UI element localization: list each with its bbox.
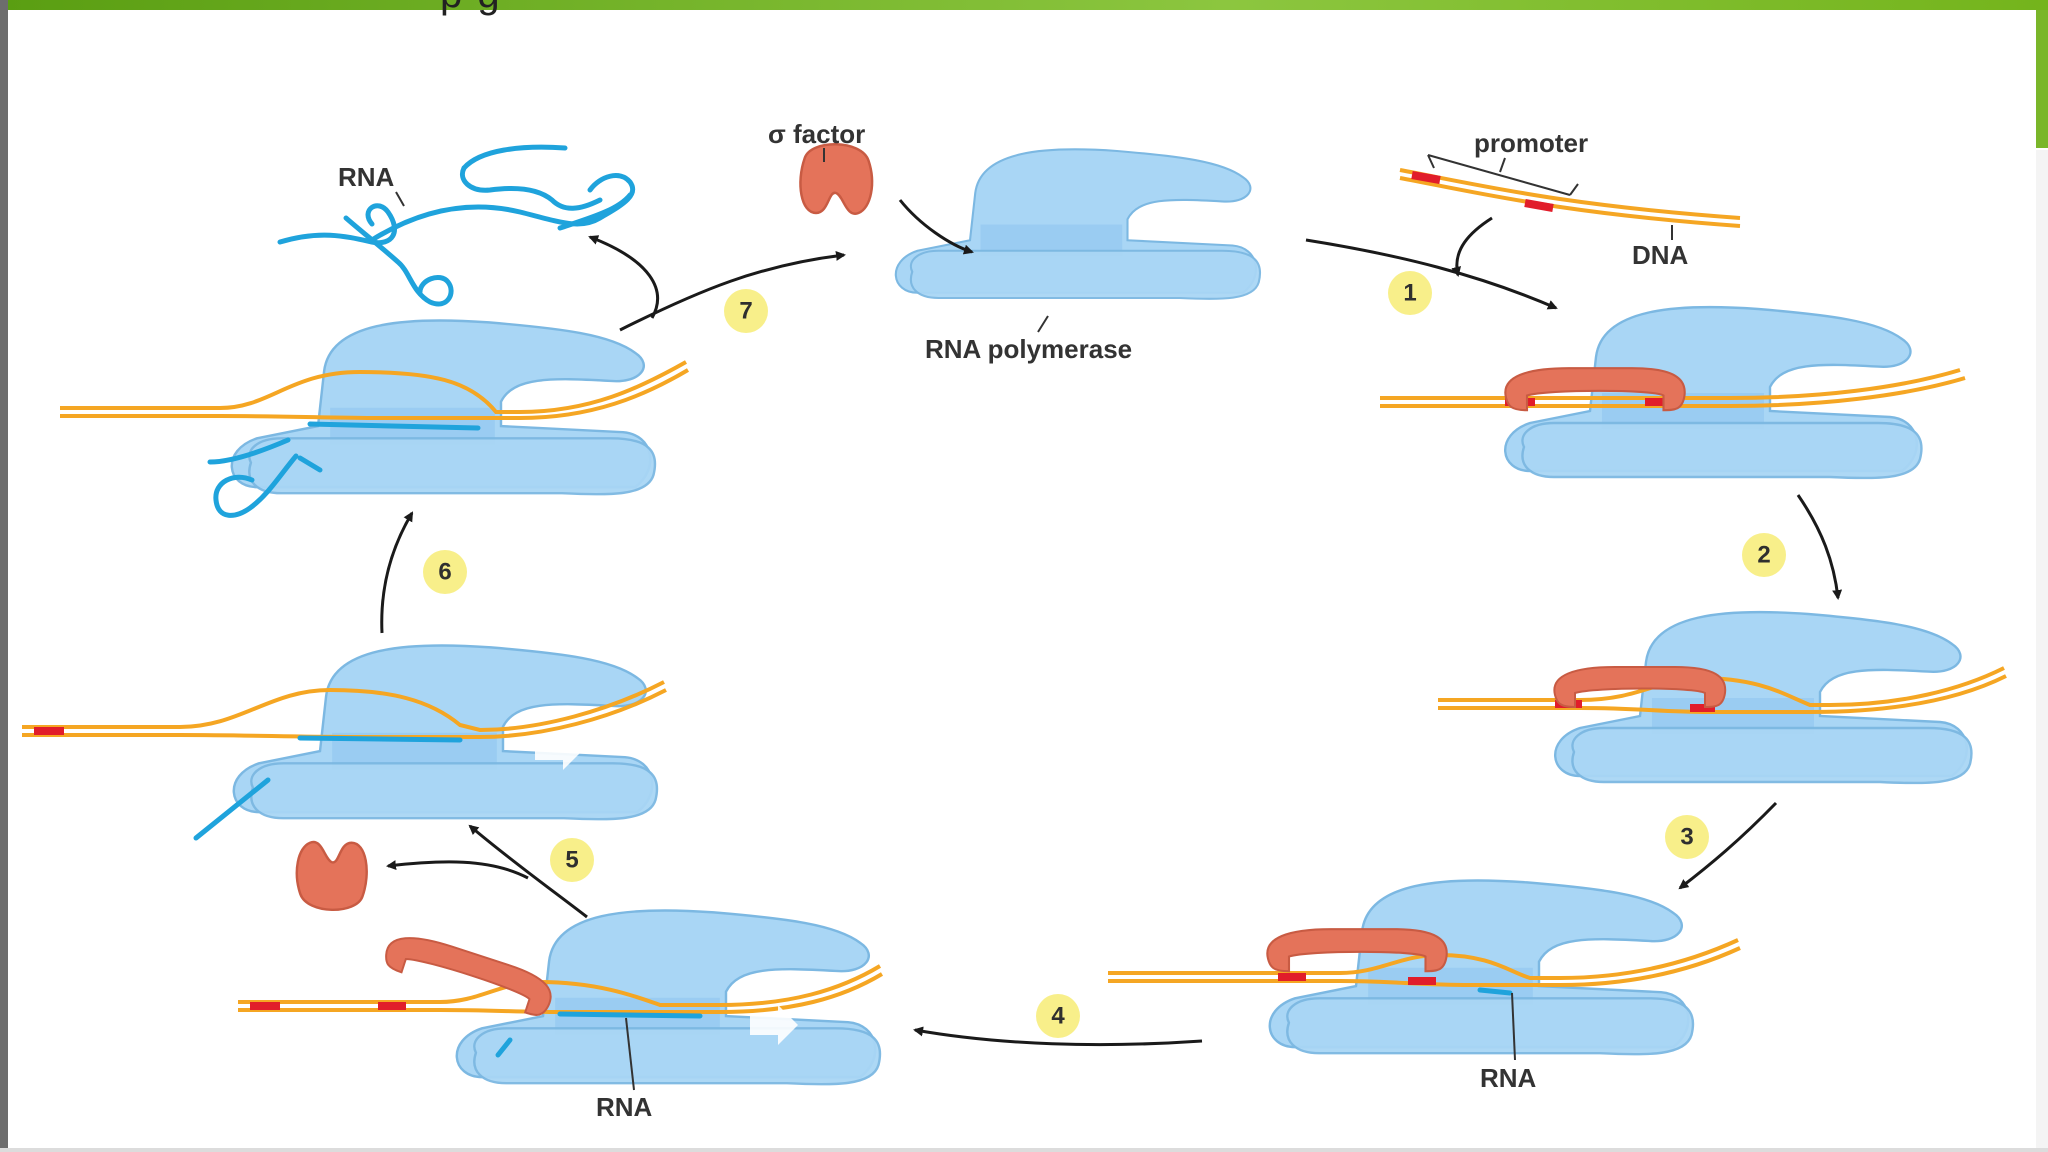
- step-6-badge: [423, 550, 467, 594]
- rna-label-top-left: RNA: [338, 162, 395, 192]
- free-rna-polymerase: [894, 148, 1262, 300]
- step-7-badge: [724, 289, 768, 333]
- sigma-factor-label: σ factor: [768, 119, 865, 149]
- dna-label: DNA: [1632, 240, 1689, 270]
- slide-title-fragment: p g: [440, 0, 502, 17]
- step-4-arrow: [913, 1026, 1203, 1047]
- step-2-number: 2: [1757, 542, 1770, 569]
- released-rna: [277, 144, 635, 307]
- step-3-badge: [1665, 815, 1709, 859]
- step-1-number: 1: [1403, 280, 1416, 307]
- sigma-binding-arrow: [898, 199, 974, 255]
- slide-right-gutter: [2036, 150, 2048, 1150]
- step-7-arrow-to-polymerase: [619, 250, 846, 332]
- rna-label-bottom-left: RNA: [596, 1092, 653, 1122]
- early-elongation-complex: [238, 909, 884, 1086]
- open-complex: [1438, 610, 2007, 785]
- step-2-badge: [1742, 533, 1786, 577]
- step-5-number: 5: [565, 847, 578, 874]
- rna-polymerase-label: RNA polymerase: [925, 334, 1132, 364]
- step-6-arrow: [380, 511, 414, 634]
- slide-bottom-strip: [0, 1148, 2048, 1152]
- window-left-edge: [0, 0, 8, 1152]
- step-2-arrow: [1796, 494, 1843, 600]
- slide-right-accent-bar: [2036, 10, 2048, 148]
- step-5-badge: [550, 838, 594, 882]
- step-6-number: 6: [438, 559, 451, 586]
- elongation-complex: [22, 644, 667, 841]
- slide-top-accent-bar: [0, 0, 2048, 10]
- initiation-complex: [1108, 879, 1741, 1056]
- step-3-number: 3: [1680, 824, 1693, 851]
- step-7-arrow-to-rna: [588, 235, 659, 319]
- step-1-arrow: [1305, 238, 1558, 310]
- step-4-badge: [1036, 994, 1080, 1038]
- step-1-badge: [1388, 271, 1432, 315]
- sigma-factor-free: [799, 142, 874, 215]
- step-4-number: 4: [1051, 1003, 1065, 1030]
- closed-complex: [1380, 305, 1966, 480]
- rna-label-bottom-right: RNA: [1480, 1063, 1537, 1093]
- sigma-factor-released: [295, 840, 368, 912]
- sigma-release-arrow: [386, 860, 529, 880]
- promoter-dna: [1399, 154, 1741, 228]
- promoter-label: promoter: [1474, 128, 1588, 158]
- step-3-arrow: [1678, 801, 1778, 890]
- termination-complex: [60, 319, 690, 518]
- step-7-number: 7: [739, 298, 752, 325]
- dna-binding-arrow: [1451, 216, 1493, 277]
- step-5-arrow: [468, 824, 588, 919]
